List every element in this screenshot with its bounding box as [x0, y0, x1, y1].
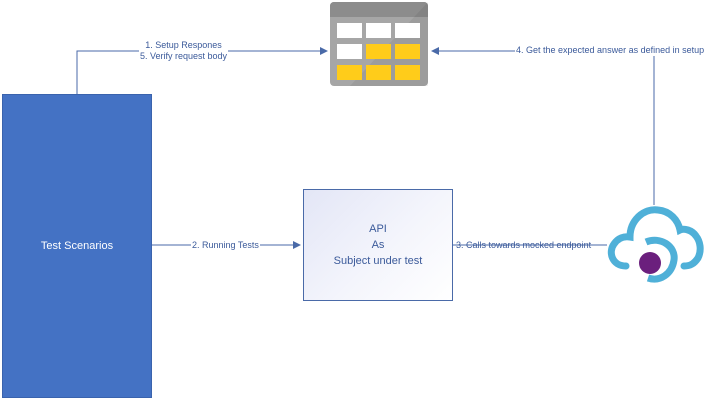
test-scenarios-box: Test Scenarios	[2, 94, 152, 398]
setup-label: 1. Setup Respones 5. Verify request body	[139, 40, 229, 62]
expected-answer-connector	[431, 47, 655, 205]
setup-label-line-2: 5. Verify request body	[140, 51, 228, 61]
expected-answer-label: 4. Get the expected answer as defined in…	[515, 45, 706, 56]
setup-connector	[76, 47, 328, 94]
setup-label-line-1: 1. Setup Respones	[145, 40, 222, 50]
test-scenarios-label: Test Scenarios	[40, 240, 114, 252]
api-line-3: Subject under test	[333, 255, 423, 267]
api-line-2: As	[371, 239, 385, 251]
api-line-1: API	[369, 223, 387, 235]
cloud-endpoint-icon	[607, 206, 704, 283]
table-icon	[330, 2, 428, 86]
api-box: API As Subject under test	[303, 189, 453, 301]
running-tests-label: 2. Running Tests	[191, 240, 260, 251]
calls-label: 3. Calls towards mocked endpoint	[456, 240, 592, 250]
